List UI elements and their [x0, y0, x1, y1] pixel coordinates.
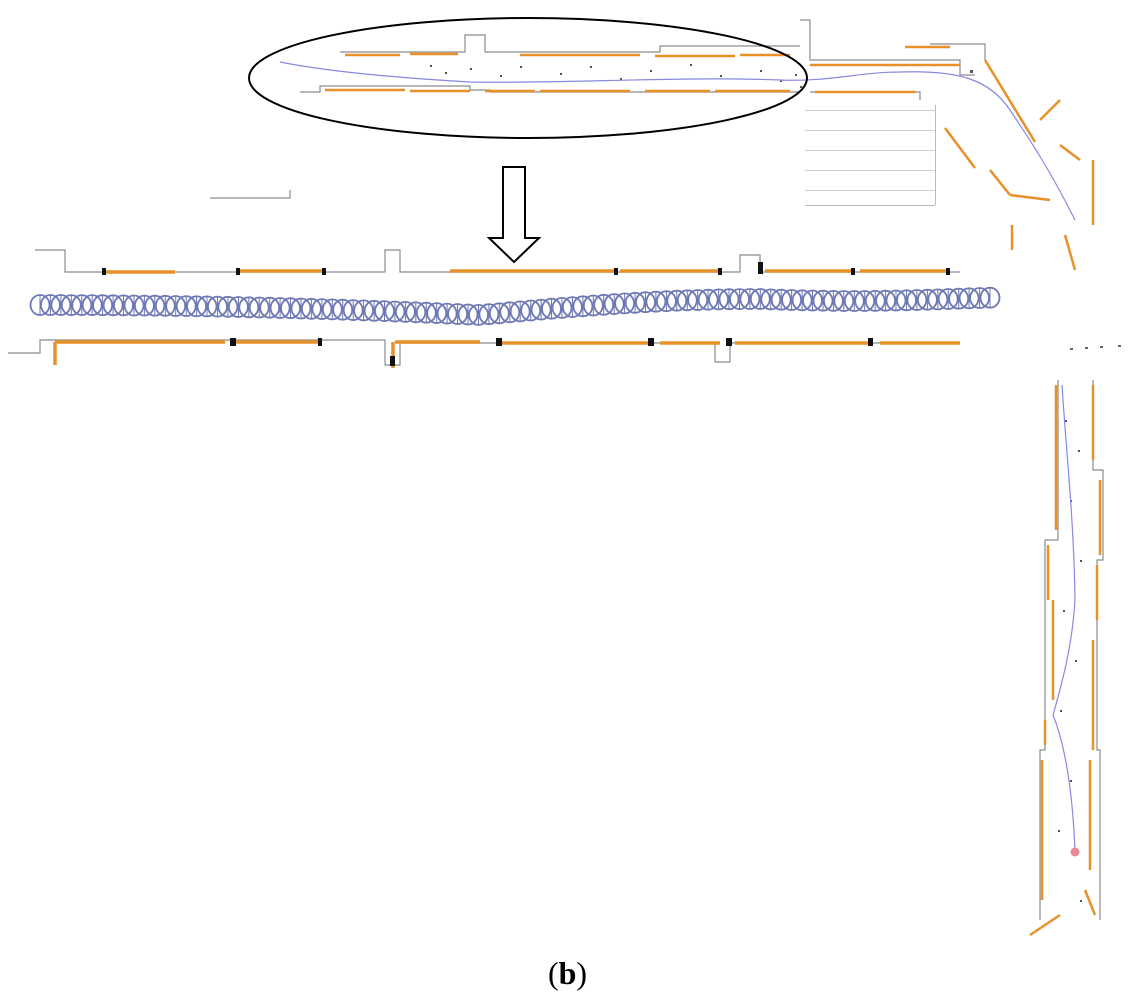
zoom-walls [53, 269, 960, 368]
overview-map [210, 17, 1095, 271]
vertical-trajectory [1052, 384, 1076, 851]
caption-close: ) [576, 955, 588, 991]
figure-caption: (b) [0, 955, 1135, 992]
vertical-walls-outline [1039, 380, 1104, 920]
robot-position-marker [1070, 847, 1080, 857]
caption-open: ( [547, 955, 559, 991]
overview-walls-outline [210, 19, 986, 199]
zoom-walls-outline [8, 249, 960, 366]
vertical-corridor [1029, 380, 1104, 937]
overview-scan-points [430, 64, 973, 88]
overview-room-points [805, 105, 936, 206]
zoom-wall-endpoints [102, 262, 950, 366]
overview-trajectory [279, 61, 1076, 221]
pose-circles [29, 286, 1001, 326]
zoom-region-ellipse [248, 17, 808, 139]
zoomed-corridor [8, 249, 1121, 368]
caption-label: b [558, 955, 577, 991]
zoom-arrow-icon [486, 166, 542, 264]
zoom-stray-points [1070, 345, 1121, 350]
vertical-walls [1029, 385, 1102, 937]
overview-walls [325, 45, 1095, 271]
